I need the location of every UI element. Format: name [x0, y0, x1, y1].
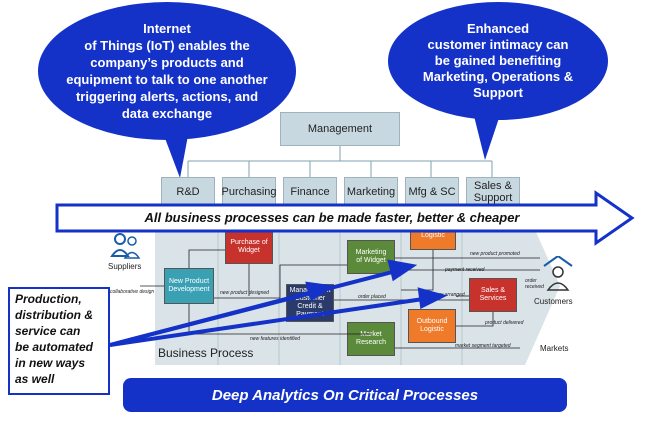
- intimacy-callout-text: Enhanced customer intimacy can be gained…: [422, 21, 574, 100]
- node-marketing-widget: Marketing of Widget: [347, 240, 395, 274]
- node-market-research-label: Market Research: [356, 331, 386, 346]
- dept-finance: Finance: [283, 177, 337, 207]
- flow-product-delivered: product delivered: [485, 320, 524, 326]
- flow-collaborative-design: collaborative design: [110, 289, 155, 295]
- analytics-banner: Deep Analytics On Critical Processes: [123, 378, 567, 412]
- customers-icon: [543, 256, 573, 291]
- dept-rnd: R&D: [161, 177, 215, 207]
- dept-sales-support: Sales & Support: [466, 177, 520, 207]
- automation-note-box: Production, distribution & service can b…: [8, 287, 110, 395]
- dept-marketing: Marketing: [344, 177, 398, 207]
- dept-mfg-sc: Mfg & SC: [405, 177, 459, 207]
- node-logistic-label: Logistic: [421, 232, 445, 239]
- iot-callout-bubble: Internet of Things (IoT) enables the com…: [38, 2, 296, 140]
- iot-callout-text: Internet of Things (IoT) enables the com…: [66, 21, 268, 121]
- automation-note-text: Production, distribution & service can b…: [15, 292, 94, 386]
- dept-purchasing-label: Purchasing: [221, 186, 277, 198]
- dept-purchasing: Purchasing: [221, 177, 277, 207]
- node-sales-services: Sales & Services: [469, 278, 517, 312]
- suppliers-icon: [110, 233, 141, 259]
- node-market-research: Market Research: [347, 322, 395, 356]
- node-outbound-logistic: Outbound Logistic: [408, 309, 456, 343]
- flow-payment-received: payment received: [445, 267, 485, 273]
- management-box: Management: [280, 112, 400, 146]
- intimacy-callout-bubble: Enhanced customer intimacy can be gained…: [388, 2, 608, 120]
- markets-label: Markets: [540, 344, 569, 353]
- suppliers-label: Suppliers: [108, 262, 142, 271]
- flow-new-features-identified: new features identified: [250, 336, 301, 342]
- flow-order-placed: order placed: [358, 294, 386, 300]
- flow-new-product-designed: new product designed: [220, 290, 269, 296]
- process-area-label: Business Process: [158, 346, 254, 360]
- flow-order-received: order received: [525, 278, 544, 290]
- node-new-product-dev: New Product Development: [164, 268, 214, 304]
- dept-marketing-label: Marketing: [346, 186, 396, 198]
- customers-label: Customers: [534, 297, 573, 306]
- dept-finance-label: Finance: [290, 186, 330, 198]
- node-outbound-logistic-label: Outbound Logistic: [416, 318, 448, 333]
- analytics-banner-text: Deep Analytics On Critical Processes: [211, 386, 479, 404]
- node-new-product-dev-label: New Product Development: [168, 278, 210, 293]
- node-sales-services-label: Sales & Services: [479, 287, 507, 302]
- management-label: Management: [307, 123, 373, 135]
- flow-new-product-promoted: new product promoted: [470, 251, 520, 257]
- dept-rnd-label: R&D: [176, 186, 200, 198]
- banner-arrow-text: All business processes can be made faste…: [144, 210, 520, 225]
- node-marketing-widget-label: Marketing of Widget: [355, 249, 387, 264]
- dept-mfg-sc-label: Mfg & SC: [408, 186, 456, 198]
- node-purchase-widget-label: Purchase of Widget: [230, 239, 268, 254]
- dept-sales-support-label: Sales & Support: [473, 180, 513, 204]
- flow-market-segment-targeted: market segment targeted: [455, 343, 511, 349]
